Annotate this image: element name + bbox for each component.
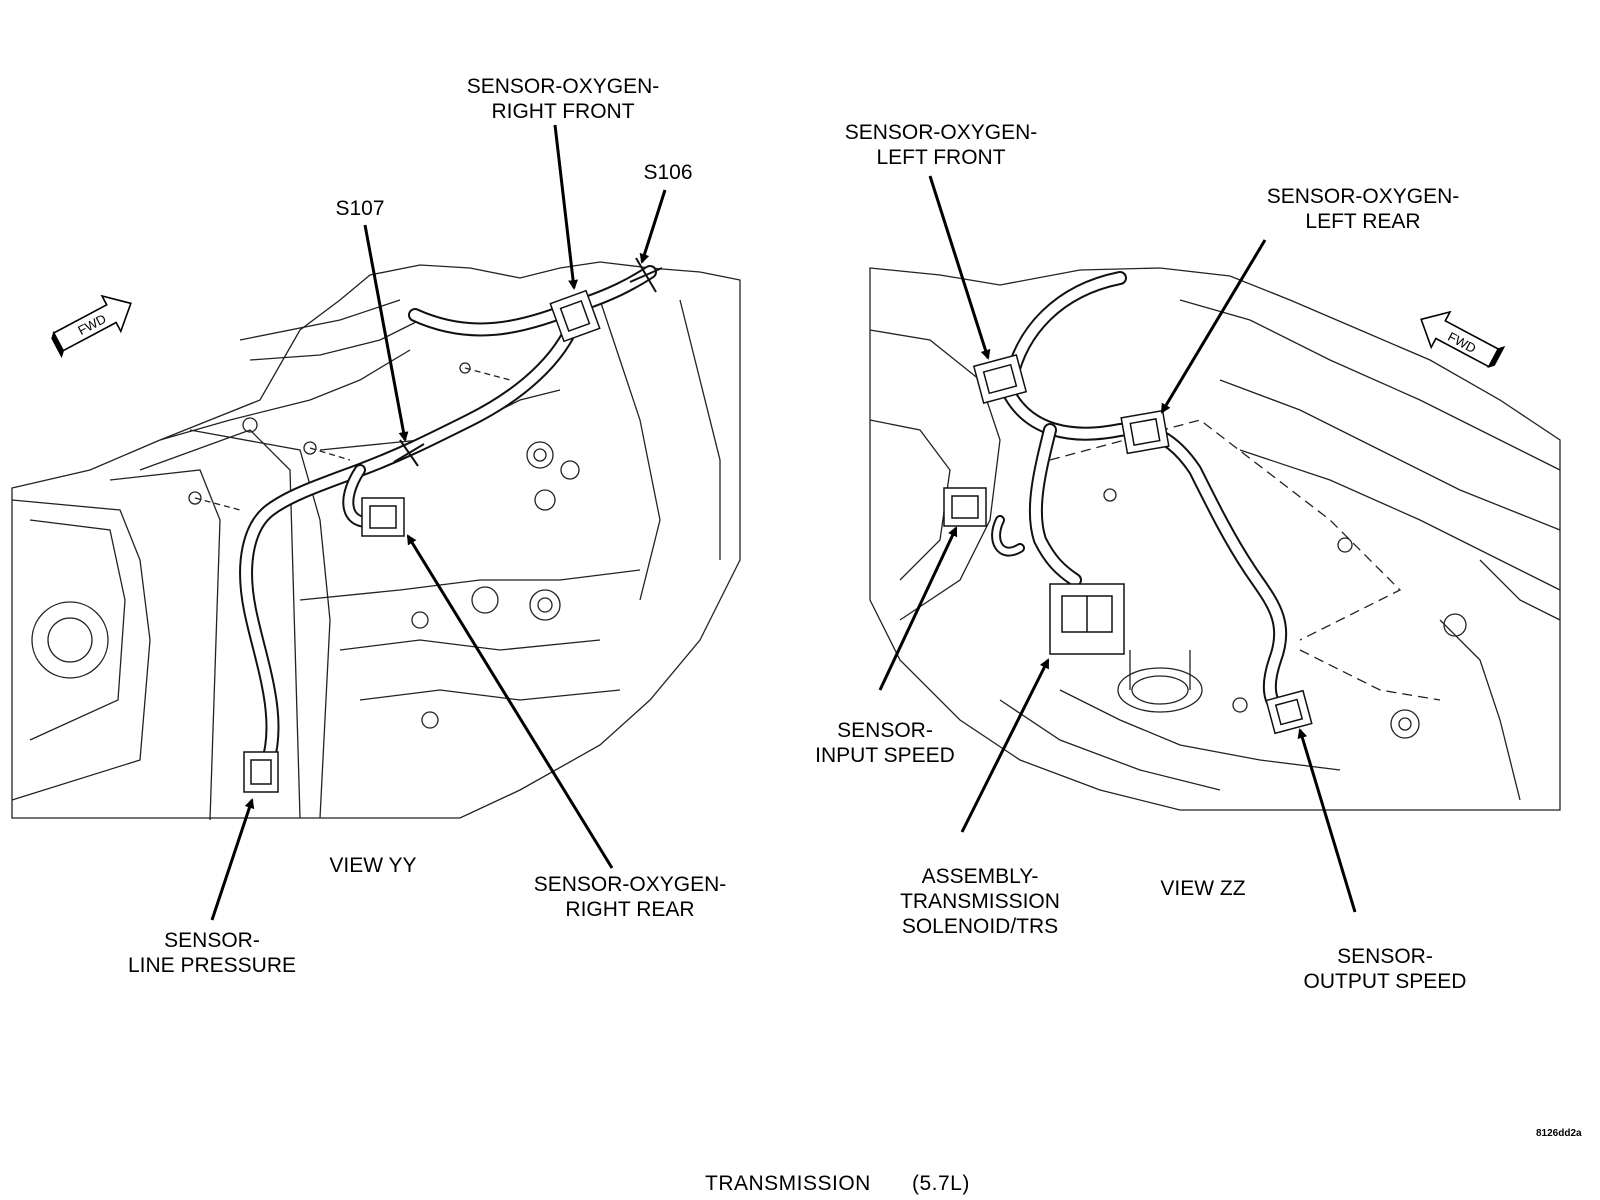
- callout-line: LINE PRESSURE: [127, 954, 297, 977]
- callout-splice-s107: S107: [335, 197, 385, 220]
- callout-line: SENSOR-: [837, 719, 933, 742]
- view-zz-fwd-arrow-icon: [1420, 310, 1506, 368]
- view-yy-transmission-drawing: [11, 261, 741, 821]
- view-yy-connectors: [243, 257, 663, 793]
- callout-line: LEFT FRONT: [876, 146, 1006, 169]
- view-yy-label: VIEW YY: [329, 854, 417, 877]
- callout-line: LEFT REAR: [1305, 210, 1421, 233]
- callout-line: SENSOR-: [164, 929, 260, 952]
- view-zz-label: VIEW ZZ: [1160, 877, 1246, 900]
- view-zz-connectors: [943, 354, 1313, 735]
- callout-o2-left-rear: SENSOR-OXYGEN- LEFT REAR: [1258, 184, 1468, 234]
- callout-line: ASSEMBLY-: [921, 865, 1039, 888]
- figure-reference: 8126dd2a: [1536, 1128, 1582, 1139]
- callout-o2-right-front: SENSOR-OXYGEN- RIGHT FRONT: [458, 74, 668, 124]
- callout-line: SENSOR-: [1337, 945, 1433, 968]
- callout-splice-s106: S106: [643, 161, 693, 184]
- view-zz-transmission-drawing: [869, 267, 1561, 811]
- caption-title: TRANSMISSION: [705, 1172, 871, 1195]
- callout-o2-left-front: SENSOR-OXYGEN- LEFT FRONT: [836, 120, 1046, 170]
- callout-line-pressure: SENSOR- LINE PRESSURE: [112, 928, 312, 978]
- callout-input-speed: SENSOR- INPUT SPEED: [800, 718, 970, 768]
- view-zz-leader-lines: [878, 175, 1357, 913]
- callout-line: RIGHT REAR: [565, 898, 695, 921]
- callout-line: OUTPUT SPEED: [1303, 970, 1467, 993]
- callout-line: SENSOR-OXYGEN-: [1266, 185, 1460, 208]
- view-zz-wire-harness: [991, 271, 1292, 722]
- callout-line: SENSOR-OXYGEN-: [466, 75, 660, 98]
- callout-line: SENSOR-OXYGEN-: [844, 121, 1038, 144]
- callout-o2-right-rear: SENSOR-OXYGEN- RIGHT REAR: [520, 872, 740, 922]
- callout-line: SENSOR-OXYGEN-: [533, 873, 727, 896]
- callout-line: SOLENOID/TRS: [901, 915, 1059, 938]
- view-yy-wire-harness: [239, 265, 657, 777]
- caption-engine: (5.7L): [912, 1172, 970, 1195]
- view-yy-fwd-arrow-icon: [51, 294, 132, 359]
- callout-line: INPUT SPEED: [815, 744, 955, 767]
- callout-line: TRANSMISSION: [900, 890, 1060, 913]
- callout-line: RIGHT FRONT: [491, 100, 635, 123]
- callout-output-speed: SENSOR- OUTPUT SPEED: [1290, 944, 1480, 994]
- callout-solenoid-trs: ASSEMBLY- TRANSMISSION SOLENOID/TRS: [885, 864, 1075, 939]
- view-yy-leader-lines: [210, 124, 667, 921]
